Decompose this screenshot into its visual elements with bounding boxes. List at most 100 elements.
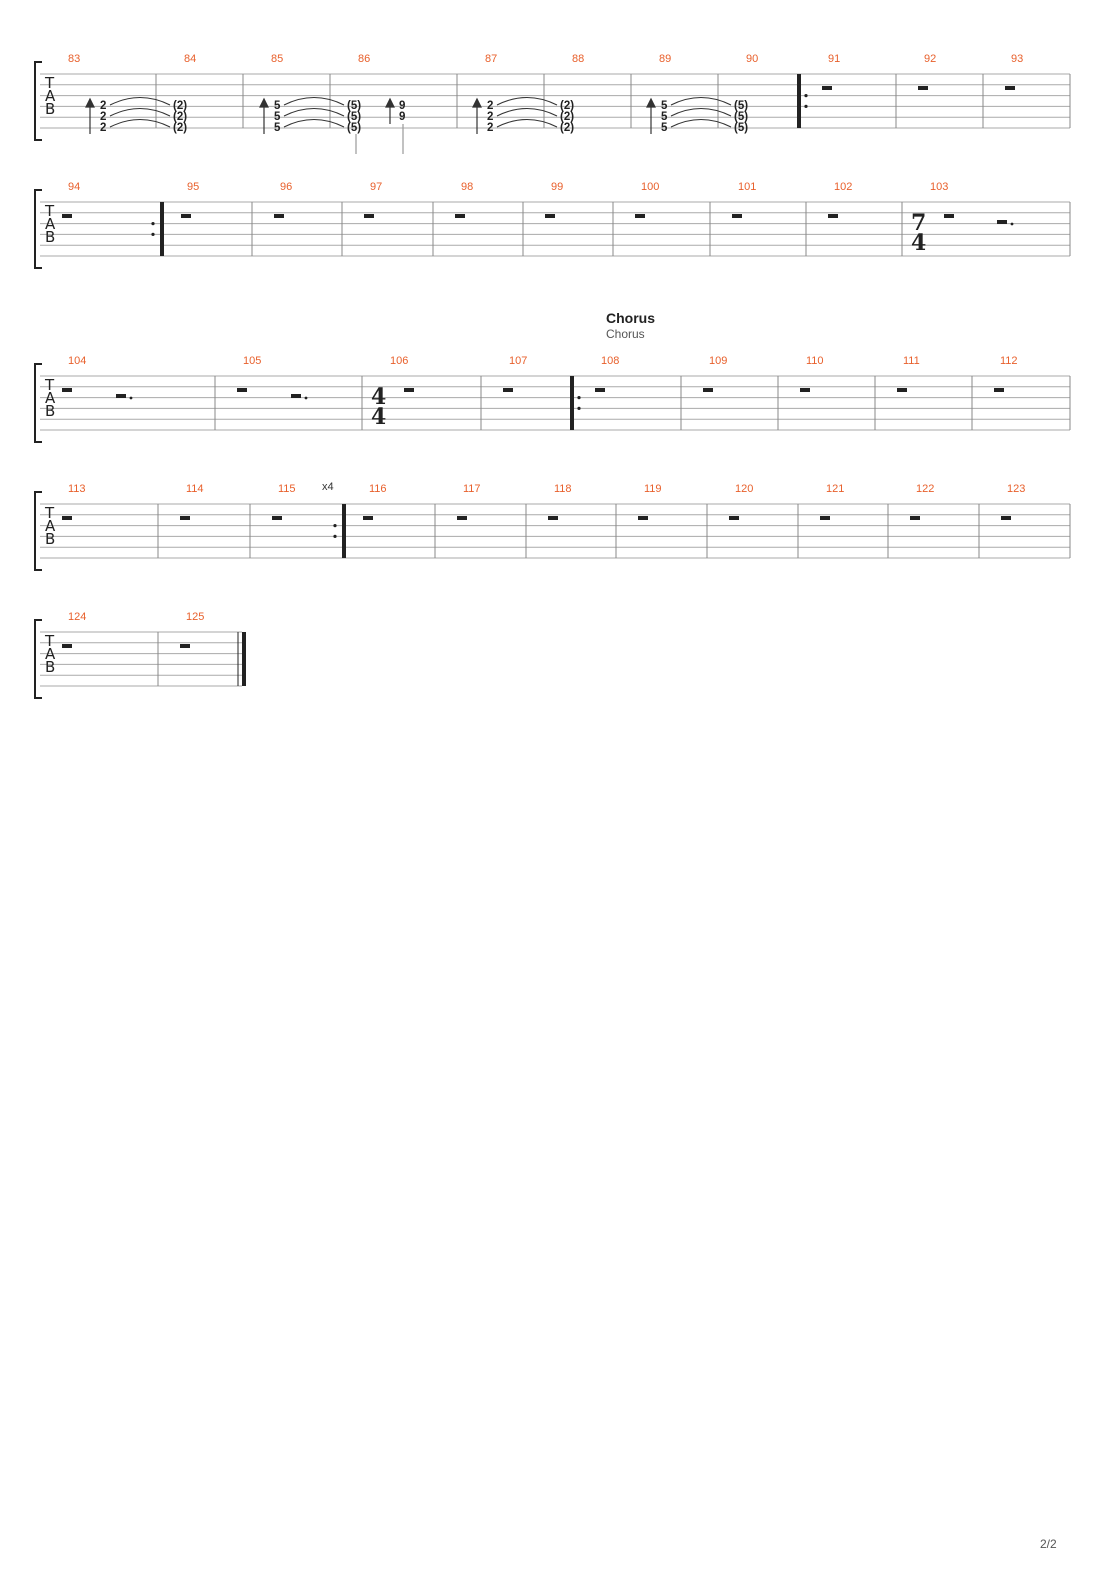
measure-number: 93 (1011, 53, 1023, 65)
whole-rest (703, 388, 713, 392)
whole-rest (62, 214, 72, 218)
measure-number: 108 (601, 355, 619, 367)
measure-number: 110 (806, 355, 824, 367)
measure-number: 120 (735, 483, 753, 495)
repeat-dot (151, 222, 155, 226)
measure-number: 101 (738, 181, 756, 193)
whole-rest (828, 214, 838, 218)
fret-number: (5) (347, 111, 361, 123)
measure-number: 85 (271, 53, 283, 65)
tab-clef-letter: A (45, 215, 56, 233)
whole-rest (822, 86, 832, 90)
time-signature-top: 7 (911, 210, 926, 236)
dotted-half-rest (291, 394, 301, 398)
fret-number: 9 (399, 111, 405, 123)
whole-rest (457, 516, 467, 520)
whole-rest (181, 214, 191, 218)
fret-number: (2) (560, 100, 574, 112)
tab-clef-letter: A (45, 517, 56, 535)
repeat-end-barline (160, 202, 164, 256)
fret-number: (2) (560, 122, 574, 134)
fret-number: 2 (100, 111, 106, 123)
whole-rest (732, 214, 742, 218)
whole-rest (237, 388, 247, 392)
whole-rest (363, 516, 373, 520)
whole-rest (62, 388, 72, 392)
measure-number: 83 (68, 53, 80, 65)
repeat-dot (333, 524, 337, 528)
whole-rest (897, 388, 907, 392)
tab-clef-letter: T (44, 504, 55, 522)
fret-number: 2 (100, 122, 106, 134)
measure-number: 102 (834, 181, 852, 193)
measure-number: 99 (551, 181, 563, 193)
whole-rest (404, 388, 414, 392)
note-stems (355, 124, 404, 154)
system-bracket (34, 189, 42, 269)
fret-number: 5 (274, 122, 281, 134)
measure-number: 104 (68, 355, 86, 367)
whole-rest (638, 516, 648, 520)
measure-number: 118 (554, 483, 572, 495)
whole-rest (635, 214, 645, 218)
page-number: 2/2 (1040, 1537, 1057, 1551)
whole-rest (364, 214, 374, 218)
whole-rest (800, 388, 810, 392)
fret-number: 2 (100, 100, 106, 112)
system-bracket (34, 363, 42, 443)
whole-rest (1001, 516, 1011, 520)
time-signature-bottom: 4 (911, 230, 926, 256)
system-bracket (34, 491, 42, 571)
fret-number: 5 (661, 100, 668, 112)
repeat-dot (151, 232, 155, 236)
repeat-dot (577, 396, 581, 400)
repeat-start-barline (570, 376, 574, 430)
fret-number: 2 (487, 122, 493, 134)
rest-dot (129, 396, 133, 400)
measure-number: 103 (930, 181, 948, 193)
section-title: Chorus (606, 310, 655, 326)
measure-number: 96 (280, 181, 292, 193)
measure-number: 124 (68, 611, 86, 623)
measure-number: 88 (572, 53, 584, 65)
fret-number: (5) (734, 122, 748, 134)
measure-number: 107 (509, 355, 527, 367)
measure-number: 112 (1000, 355, 1018, 367)
repeat-count: x4 (322, 481, 334, 493)
repeat-dot (333, 534, 337, 539)
fret-number: 5 (274, 100, 281, 112)
whole-rest (274, 214, 284, 218)
whole-rest (180, 644, 190, 648)
whole-rest (503, 388, 513, 392)
measure-number: 125 (186, 611, 204, 623)
whole-rest (820, 516, 830, 520)
measure-number: 109 (709, 355, 727, 367)
whole-rest (548, 516, 558, 520)
tab-clef-letter: T (44, 632, 55, 650)
whole-rest (1005, 86, 1015, 90)
tab-clef-letter: A (45, 87, 56, 105)
fret-number: (2) (173, 122, 187, 134)
measure-number: 84 (184, 53, 196, 65)
measure-number: 87 (485, 53, 497, 65)
tab-clef-letter: B (45, 402, 55, 420)
fret-number: (5) (347, 100, 361, 112)
measure-number: 114 (186, 483, 204, 495)
fret-number: 5 (661, 122, 668, 134)
measure-number: 100 (641, 181, 659, 193)
measure-number: 115 (278, 483, 296, 495)
fret-number: 2 (487, 100, 493, 112)
measure-number: 123 (1007, 483, 1025, 495)
repeat-start-barline (797, 74, 801, 128)
measure-number: 90 (746, 53, 758, 65)
measure-number: 94 (68, 181, 80, 193)
tab-clef-letter: B (45, 658, 55, 676)
dotted-half-rest (997, 220, 1007, 224)
fret-number: (5) (347, 122, 361, 134)
time-signature-top: 4 (371, 384, 386, 410)
measure-number: 105 (243, 355, 261, 367)
measure-number: 97 (370, 181, 382, 193)
fret-number: 5 (661, 111, 668, 123)
dotted-half-rest (116, 394, 126, 398)
